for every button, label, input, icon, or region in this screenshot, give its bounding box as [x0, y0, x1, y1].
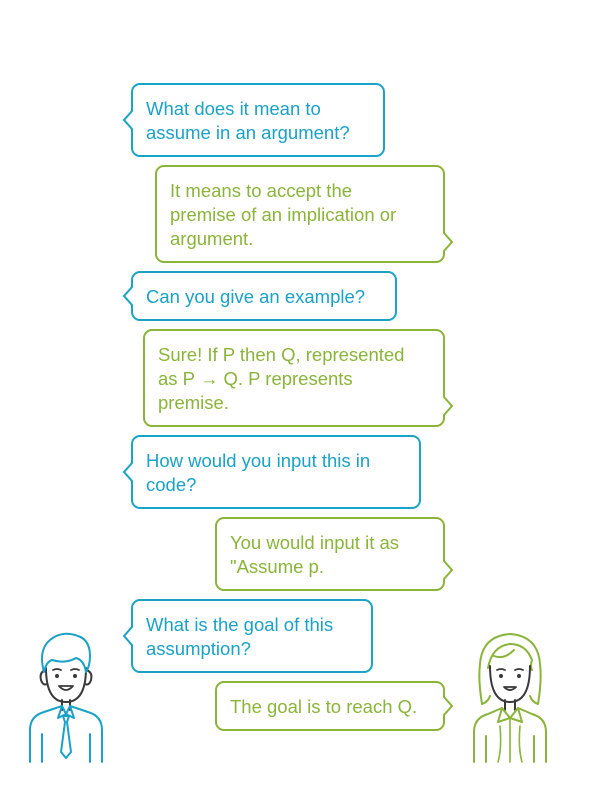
- woman-avatar-icon: [473, 633, 547, 763]
- message-bubble-2: [155, 165, 454, 263]
- message-text-6: You would input it as "Assume p.: [230, 532, 400, 577]
- message-text-8: The goal is to reach Q.: [230, 696, 418, 717]
- message-text-7: What is the goal of this assumption?: [146, 614, 334, 659]
- message-bubble-6: [215, 517, 454, 591]
- message-text-3: Can you give an example?: [146, 286, 366, 307]
- message-text-2: It means to accept the premise of an imp…: [170, 180, 397, 249]
- message-text-4: Sure! If P then Q, represented as P → Q.…: [158, 344, 405, 413]
- message-bubble-5: [122, 435, 421, 509]
- message-bubble-8: [215, 681, 454, 731]
- message-text-5: How would you input this in code?: [146, 450, 371, 495]
- message-bubble-7: [122, 599, 373, 673]
- man-avatar-icon: [29, 632, 103, 763]
- message-bubble-3: [122, 271, 397, 321]
- message-text-1: What does it mean to assume in an argume…: [146, 98, 350, 143]
- message-bubble-1: [122, 83, 385, 157]
- message-bubble-4: [143, 329, 454, 427]
